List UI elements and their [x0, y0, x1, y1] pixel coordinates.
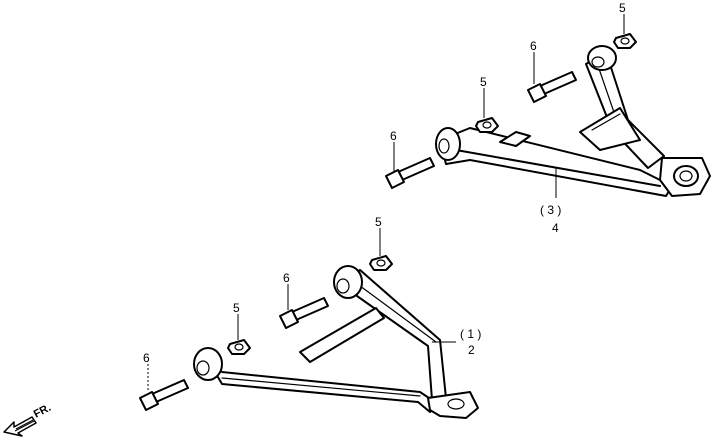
lower-arm-assembly	[193, 265, 479, 419]
callout-nut-lower-front: 5	[233, 301, 240, 315]
bolt-lower-rear	[279, 297, 329, 329]
callout-bolt-upper-front: 6	[390, 129, 397, 143]
callout-lower-arm-assy: ( 1 )	[460, 327, 481, 341]
callout-bolt-lower-front: 6	[143, 351, 150, 365]
callout-nut-upper-rear: 5	[619, 1, 626, 15]
callout-bolt-lower-rear: 6	[283, 271, 290, 285]
upper-arm-assembly	[435, 45, 711, 197]
nut-lower-front	[227, 339, 251, 355]
front-direction-arrow-icon	[3, 416, 37, 437]
callout-upper-arm-assy: ( 3 )	[540, 203, 561, 217]
bolt-upper-rear	[527, 71, 577, 103]
front-direction-indicator: FR.	[3, 402, 53, 437]
nut-upper-rear	[613, 33, 637, 49]
callout-lower-arm-part: 2	[468, 343, 475, 357]
nut-lower-rear	[369, 255, 393, 271]
bolt-lower-front	[139, 379, 189, 411]
leader-lines	[147, 14, 625, 392]
bolt-upper-front	[385, 157, 435, 189]
callout-bolt-upper-rear: 6	[530, 39, 537, 53]
nut-upper-front	[475, 117, 499, 133]
callout-nut-lower-rear: 5	[375, 215, 382, 229]
front-direction-label: FR.	[32, 402, 53, 421]
callout-upper-arm-part: 4	[552, 221, 559, 235]
callout-nut-upper-front: 5	[480, 75, 487, 89]
